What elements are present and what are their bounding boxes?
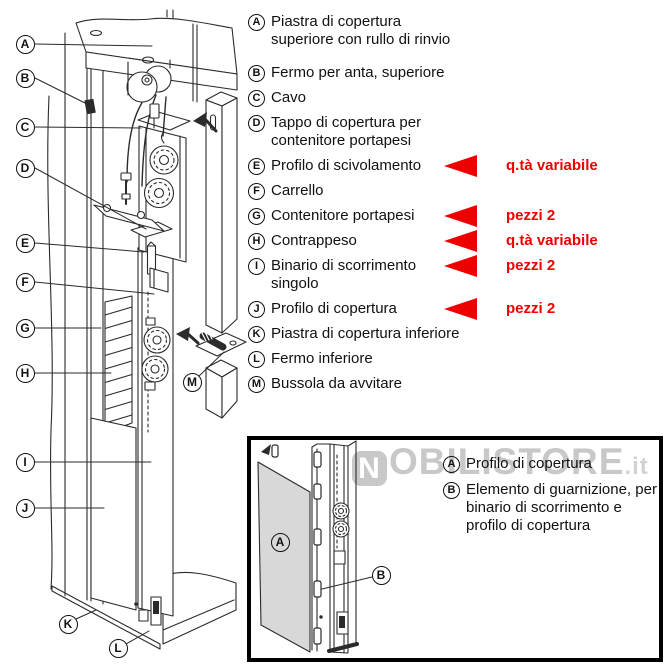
legend-badge-G: G	[248, 207, 265, 225]
legend-item-I: I Binario di scorrimento singolo pezzi 2	[248, 255, 664, 293]
legend-badge-J: J	[248, 300, 265, 318]
inset-legend-badge-A: A	[443, 455, 460, 473]
legend-label-A: Piastra di copertura superiore con rullo…	[271, 13, 451, 48]
legend-item-G: G Contenitore portapesi pezzi 2	[248, 205, 664, 227]
legend-badge-C: C	[248, 89, 265, 107]
quantity-note-G: pezzi 2	[506, 207, 556, 224]
quantity-arrow-icon	[444, 155, 477, 177]
quantity-arrow-icon	[444, 298, 477, 320]
legend-item-B: B Fermo per anta, superiore	[248, 64, 664, 82]
inset-legend-badge-B: B	[443, 481, 460, 499]
legend-item-K: K Piastra di copertura inferiore	[248, 325, 664, 343]
legend-item-F: F Carrello	[248, 182, 664, 200]
quantity-note-H: q.tà variabile	[506, 232, 598, 249]
leader-lines	[34, 43, 225, 645]
callout-E: E	[15, 233, 35, 253]
callout-B: B	[371, 565, 391, 585]
legend-badge-B: B	[248, 64, 265, 82]
legend-label-L: Fermo inferiore	[271, 350, 373, 367]
legend-badge-K: K	[248, 325, 265, 343]
legend-item-J: J Profilo di copertura pezzi 2	[248, 298, 664, 320]
legend-label-G: Contenitore portapesi	[271, 207, 415, 224]
callout-K: K	[58, 614, 78, 634]
callout-B: B	[15, 68, 35, 88]
legend-item-C: C Cavo	[248, 89, 664, 107]
quantity-note-E: q.tà variabile	[506, 157, 598, 174]
legend-badge-A: A	[248, 13, 265, 31]
legend-label-F: Carrello	[271, 182, 324, 199]
legend-badge-H: H	[248, 232, 265, 250]
legend-badge-I: I	[248, 257, 265, 275]
legend-label-D: Tappo di copertura per contenitore porta…	[271, 114, 422, 149]
legend-item-D: D Tappo di copertura per contenitore port…	[248, 114, 664, 150]
legend-item-E: E Profilo di scivolamento q.tà variabile	[248, 155, 664, 177]
watermark-name: OBILISTORE	[389, 441, 625, 482]
legend-badge-F: F	[248, 182, 265, 200]
legend-badge-D: D	[248, 114, 265, 132]
callout-I: I	[15, 452, 35, 472]
parts-legend: A Piastra di copertura superiore con rull…	[248, 13, 664, 400]
callout-A: A	[15, 34, 35, 54]
legend-item-M: M Bussola da avvitare	[248, 375, 664, 393]
legend-label-J: Profilo di copertura	[271, 300, 397, 317]
legend-badge-L: L	[248, 350, 265, 368]
callout-J: J	[15, 498, 35, 518]
legend-label-E: Profilo di scivolamento	[271, 157, 422, 174]
inset-legend-label-A: Profilo di copertura	[466, 455, 592, 472]
inset-legend-item-B: B Elemento di guarnizione, per binario di…	[443, 481, 658, 535]
legend-badge-M: M	[248, 375, 265, 393]
quantity-note-J: pezzi 2	[506, 300, 556, 317]
legend-label-C: Cavo	[271, 89, 307, 106]
quantity-note-I: pezzi 2	[506, 257, 556, 274]
callout-M: M	[182, 372, 202, 392]
inset-legend-label-B: Elemento di guarnizione, per binario di …	[466, 481, 657, 534]
callout-G: G	[15, 318, 35, 338]
callout-H: H	[15, 363, 35, 383]
legend-label-B: Fermo per anta, superiore	[271, 64, 445, 81]
quantity-arrow-icon	[444, 255, 477, 277]
legend-badge-E: E	[248, 157, 265, 175]
callout-A: A	[270, 532, 290, 552]
quantity-arrow-icon	[444, 230, 477, 252]
legend-label-H: Contrappeso	[271, 232, 357, 249]
legend-label-I: Binario di scorrimento singolo	[271, 257, 417, 292]
inset-detail-drawing	[257, 440, 373, 654]
callout-C: C	[15, 117, 35, 137]
quantity-arrow-icon	[444, 205, 477, 227]
callout-D: D	[15, 158, 35, 178]
legend-item-A: A Piastra di copertura superiore con rull…	[248, 13, 664, 49]
legend-item-H: H Contrappeso q.tà variabile	[248, 230, 664, 252]
watermark-suffix: .it	[624, 453, 649, 480]
legend-label-K: Piastra di copertura inferiore	[271, 325, 460, 342]
callout-F: F	[15, 272, 35, 292]
watermark-logo-icon: N	[352, 451, 387, 486]
legend-label-M: Bussola da avvitare	[271, 375, 402, 392]
callout-L: L	[108, 638, 128, 658]
inset-legend-item-A: A Profilo di copertura	[443, 455, 658, 473]
legend-item-L: L Fermo inferiore	[248, 350, 664, 368]
